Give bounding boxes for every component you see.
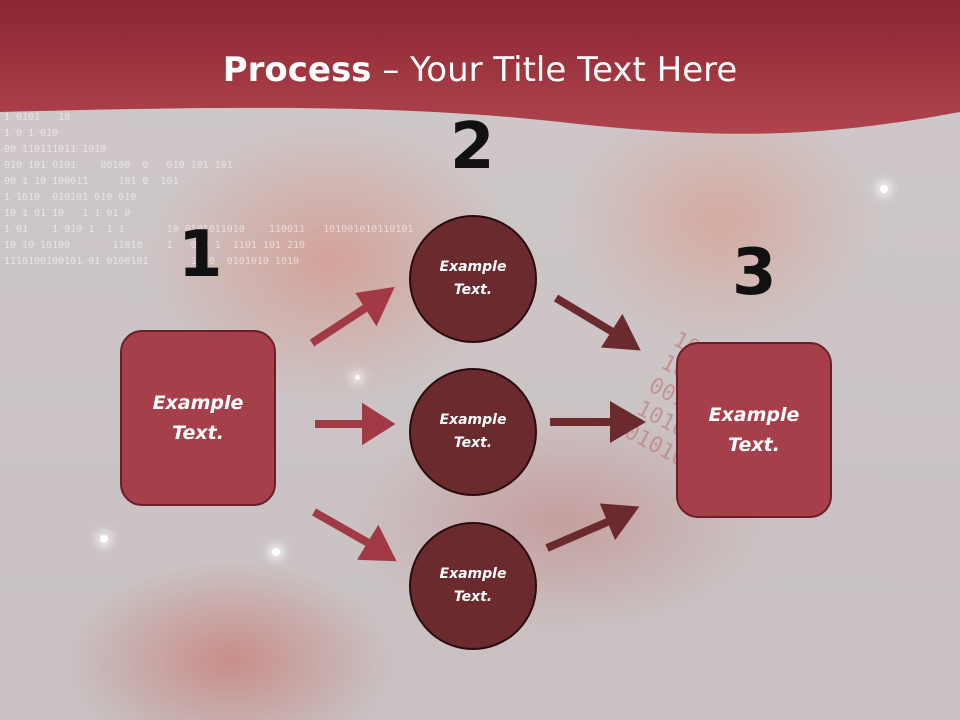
right-box-line1: Example (708, 404, 800, 426)
step-number-3: 3 (732, 236, 777, 310)
arrow-left-down (312, 508, 374, 549)
sparkle (880, 185, 888, 193)
arrow-left-up-head (355, 286, 395, 327)
sparkle (355, 375, 360, 380)
circle-middle-line1: Example (439, 412, 507, 428)
arrow-left-down-head (357, 524, 397, 562)
arrow-right-down-head (601, 313, 641, 351)
arrow-right-up-head (599, 503, 640, 541)
circle-bottom-line1: Example (439, 566, 507, 582)
arrow-left-mid-head (362, 402, 396, 446)
binary-pattern-left: 1 0101 10 1 0 1 010 00 110111011 1010 01… (4, 112, 414, 267)
arrow-left-up (309, 301, 373, 347)
header-band (0, 0, 960, 134)
left-box-line2: Text. (172, 422, 224, 444)
arrow-right-mid-head (610, 401, 646, 443)
left-box-line1: Example (152, 392, 244, 414)
arrow-right-up (545, 516, 614, 552)
sparkle (272, 548, 280, 556)
arrow-right-down (553, 294, 619, 338)
circle-bottom-line2: Text. (453, 589, 493, 605)
step-number-1: 1 (178, 218, 223, 292)
circle-middle-line2: Text. (453, 435, 493, 451)
slide-title: Process – Your Title Text Here (222, 50, 738, 90)
circle-top-line1: Example (439, 259, 507, 275)
circle-top-line2: Text. (453, 282, 493, 298)
step-number-2: 2 (450, 110, 495, 184)
sparkle (100, 535, 108, 543)
right-box-line2: Text. (728, 434, 780, 456)
